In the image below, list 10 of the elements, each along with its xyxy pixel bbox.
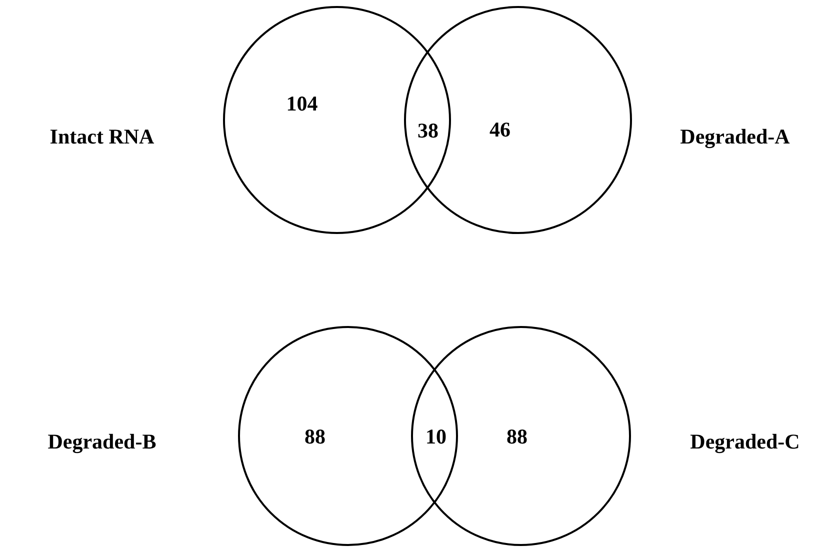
set-label: Degraded-A xyxy=(680,125,790,149)
count-label: 10 xyxy=(426,425,446,449)
count-label: 88 xyxy=(304,425,326,449)
set-label: Degraded-C xyxy=(690,430,800,454)
count-label: 104 xyxy=(286,92,318,116)
set-label: Intact RNA xyxy=(50,125,154,149)
set-label: Degraded-B xyxy=(48,430,156,454)
count-label: 38 xyxy=(418,119,438,143)
count-label: 46 xyxy=(490,118,510,142)
count-label: 88 xyxy=(506,425,528,449)
